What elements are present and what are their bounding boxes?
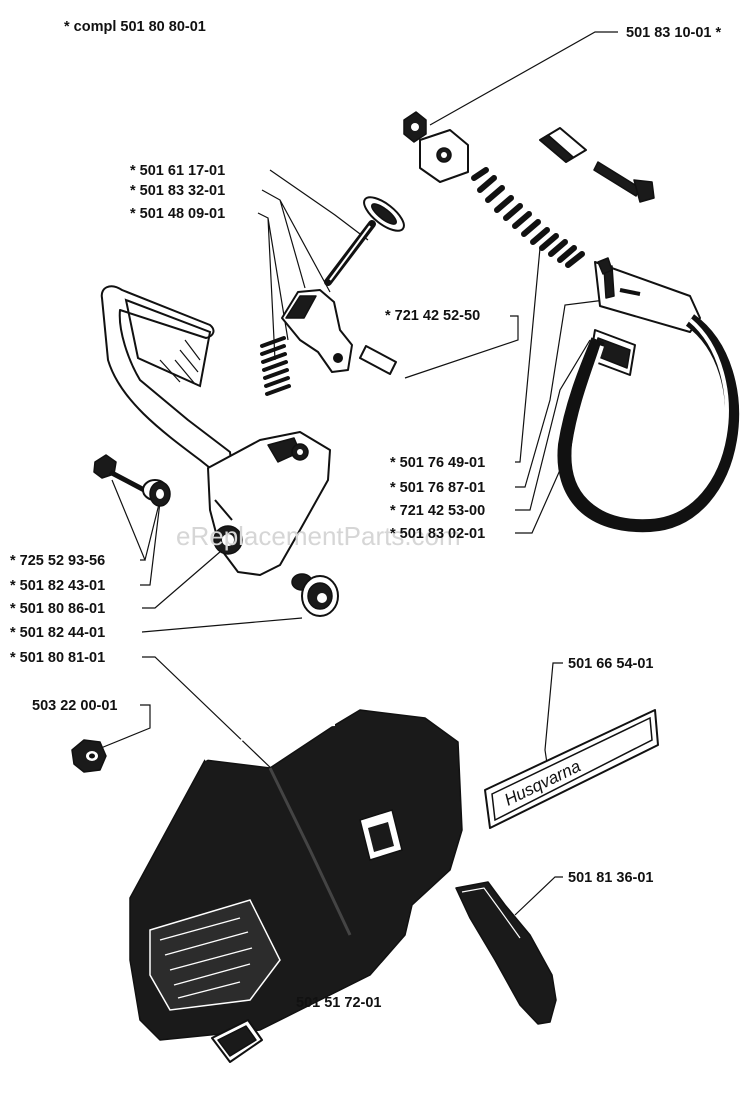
leader-p8 (515, 339, 591, 511)
label-p14: * 501 80 81-01 (10, 650, 105, 666)
leader-p17 (514, 876, 563, 916)
label-p3: * 501 83 32-01 (130, 183, 225, 199)
label-p8: * 721 42 53-00 (390, 503, 485, 519)
screw-part (93, 454, 150, 495)
hand-guard-part (100, 285, 233, 477)
label-p9: * 501 83 02-01 (390, 526, 485, 542)
label-p4: * 501 48 09-01 (130, 206, 225, 222)
leader-p13 (141, 617, 303, 633)
small-spring-part (260, 336, 291, 396)
pivot-bushing-part (291, 573, 339, 617)
leader-p1 (429, 31, 618, 126)
leader-p14 (142, 656, 276, 773)
label-p5: * 721 42 52-50 (385, 308, 480, 324)
label-p18: 501 51 72-01 (296, 995, 381, 1011)
leader-p6 (515, 247, 541, 463)
nut-part (403, 111, 427, 143)
brake-bracket-part (207, 431, 331, 576)
leader-p5 (404, 315, 519, 379)
label-p2: * 501 61 17-01 (130, 163, 225, 179)
leader-p7 (515, 299, 606, 488)
part-labels: * compl 501 80 80-01 501 83 10-01 * * 50… (10, 19, 721, 1011)
leader-p2 (269, 169, 369, 241)
sprocket-cover-part (129, 709, 463, 1041)
label-p13: * 501 82 44-01 (10, 625, 105, 641)
compl-label: * compl 501 80 80-01 (64, 19, 206, 35)
lever-block-part (281, 289, 353, 373)
label-p7: * 501 76 87-01 (390, 480, 485, 496)
brake-pin-part (324, 196, 405, 286)
roll-pin-part (359, 345, 397, 375)
label-p10: * 725 52 93-56 (10, 553, 105, 569)
leader-p12 (142, 544, 229, 609)
leader-lines (95, 31, 618, 1026)
label-p16: 501 66 54-01 (568, 656, 653, 672)
small-block-part (211, 1019, 263, 1063)
chain-plate-part (455, 881, 557, 1025)
clamp-block-part (419, 129, 469, 183)
brake-spring-part (471, 167, 585, 268)
watermark-text: eReplacementParts.com (176, 521, 461, 551)
leader-p10 (111, 479, 161, 561)
bolt-part (593, 161, 655, 203)
leader-p9 (515, 469, 561, 534)
brake-band-part (557, 257, 740, 533)
cover-nut-part (71, 739, 107, 773)
label-p1: 501 83 10-01 * (626, 25, 721, 41)
sleeve-part (539, 127, 587, 163)
leader-p3 (261, 189, 331, 293)
label-p12: * 501 80 86-01 (10, 601, 105, 617)
label-p15: 503 22 00-01 (32, 698, 117, 714)
label-p11: * 501 82 43-01 (10, 578, 105, 594)
bushing-part (142, 479, 171, 507)
label-p6: * 501 76 49-01 (390, 455, 485, 471)
husqvarna-decal-part: Husqvarna (484, 709, 659, 829)
leader-p15 (95, 704, 151, 751)
label-p17: 501 81 36-01 (568, 870, 653, 886)
leader-p11 (140, 501, 161, 586)
